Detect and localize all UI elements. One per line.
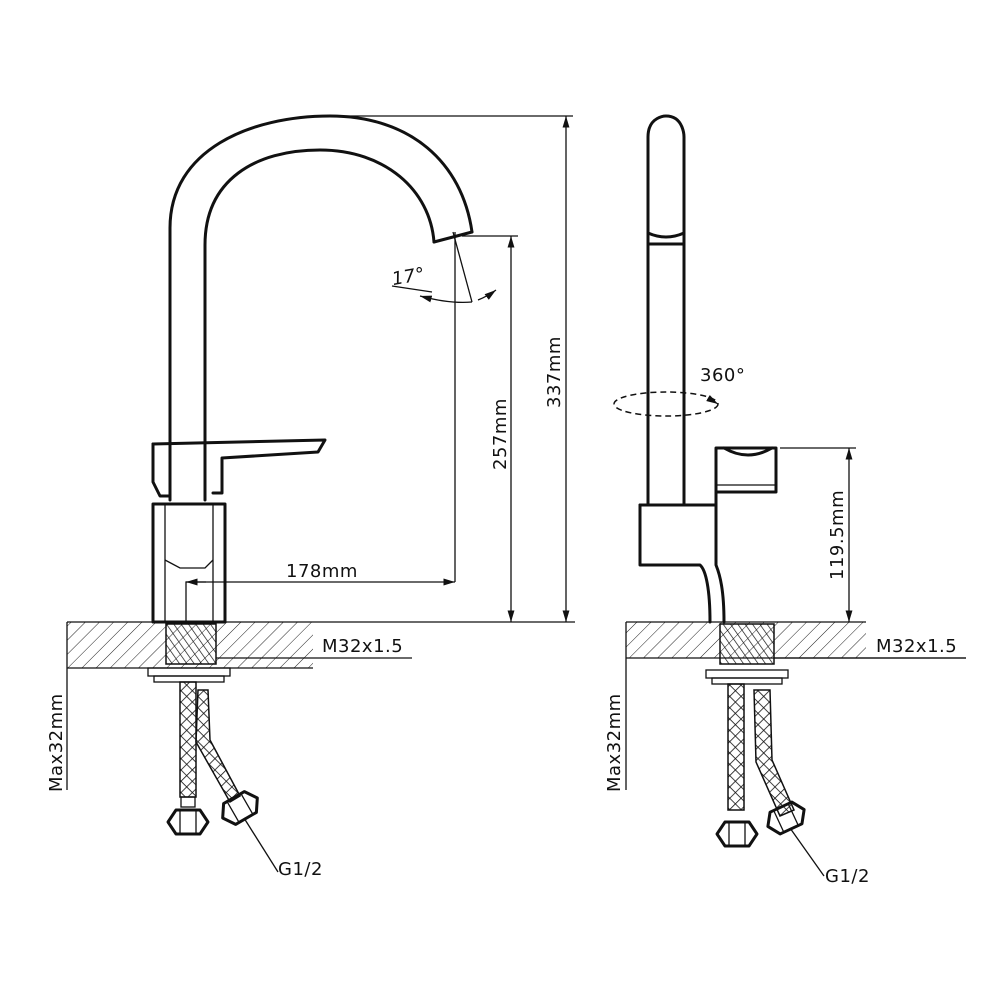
spout-height-dimension: 257mm	[462, 235, 518, 622]
side-view: 360°	[604, 114, 966, 887]
thread-label-side: M32x1.5	[876, 636, 957, 657]
spout-angle-label: 17°	[390, 264, 427, 290]
deck-thickness-dimension-front: Max32mm	[46, 668, 68, 792]
thread-callout-front: M32x1.5	[216, 636, 412, 659]
spout-front	[168, 114, 474, 502]
body-side	[638, 503, 726, 624]
body-front	[151, 502, 227, 624]
countertop-front	[66, 621, 575, 669]
spout-angle-annotation: 17°	[390, 231, 497, 582]
connection-label-front: G1/2	[278, 859, 323, 880]
reach-dimension: 178mm	[186, 561, 455, 586]
handle-height-dimension: 119.5mm	[780, 447, 856, 622]
handle-height-label: 119.5mm	[827, 490, 848, 580]
threaded-shank-side	[705, 623, 789, 685]
total-height-dimension: 337mm	[340, 115, 573, 622]
spout-side	[646, 114, 686, 507]
supply-hoses-side	[715, 683, 806, 848]
threaded-shank-front	[147, 623, 231, 683]
rotation-label: 360°	[700, 365, 745, 386]
deck-thickness-label-front: Max32mm	[46, 693, 67, 792]
handle-lever-front	[151, 438, 327, 498]
connection-label-side: G1/2	[825, 866, 870, 887]
handle-side	[714, 446, 778, 507]
reach-label: 178mm	[286, 561, 358, 582]
connection-callout-front: G1/2	[243, 817, 323, 880]
supply-hoses-front	[166, 681, 259, 836]
deck-thickness-dimension-side: Max32mm	[604, 658, 627, 792]
thread-label-front: M32x1.5	[322, 636, 403, 657]
total-height-label: 337mm	[544, 336, 565, 408]
rotation-indicator: 360°	[613, 365, 745, 417]
front-view: 17° 178mm 257mm 337mm M32x1.5 Max32mm	[46, 114, 575, 880]
connection-callout-side: G1/2	[789, 827, 870, 887]
deck-thickness-label-side: Max32mm	[604, 693, 625, 792]
thread-callout-side: M32x1.5	[774, 636, 966, 659]
spout-height-label: 257mm	[490, 398, 511, 470]
